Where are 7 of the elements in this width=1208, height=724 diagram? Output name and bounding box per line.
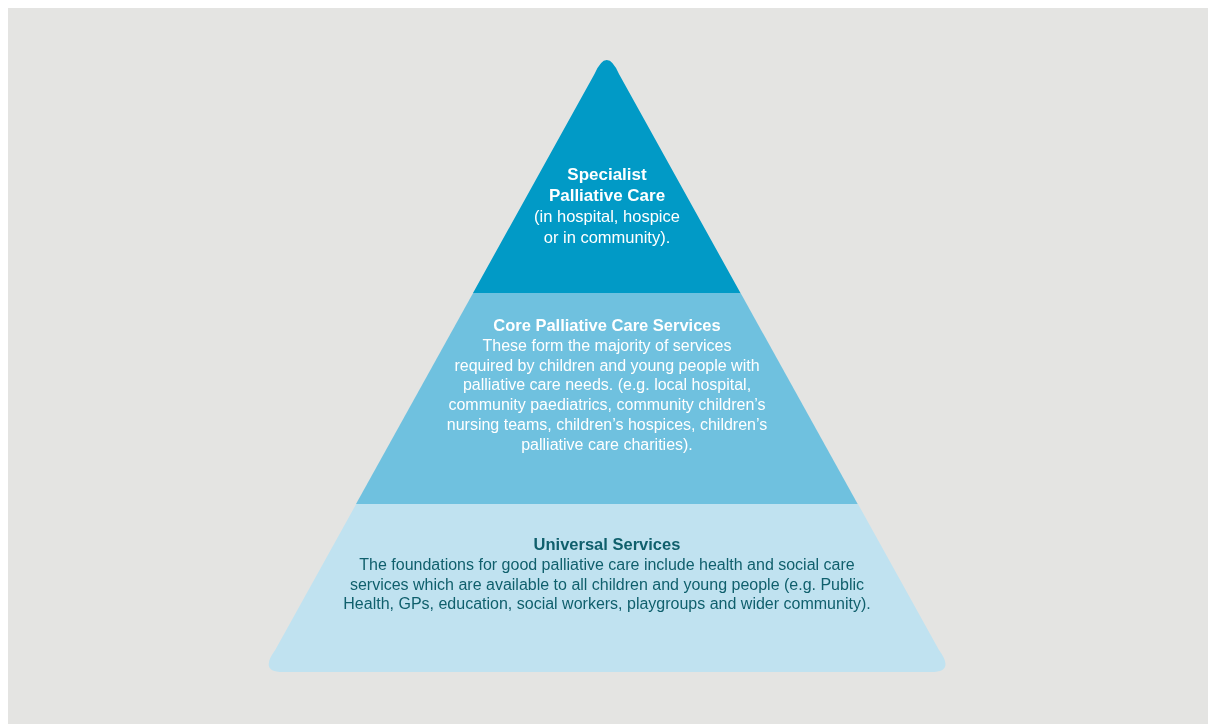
tier-description: The foundations for good palliative care include health and social care services which are available to all children and young people (e.g. Public Health, GPs, education, social workers, playgroups and wider community). xyxy=(343,555,871,613)
tier-heading: Universal Services xyxy=(533,535,681,553)
pyramid-tier xyxy=(356,293,858,504)
tier-description: These form the majority of services required by children and young people with palliative care needs. (e.g. local hospital, community paediatrics, community children’s nursing teams, children’s hospices, children’s palliative care charities). xyxy=(446,336,768,453)
tier-heading: Specialist Palliative Care xyxy=(548,165,666,206)
tier-description: (in hospital, hospice or in community). xyxy=(534,207,680,246)
tier-heading: Core Palliative Care Services xyxy=(493,316,721,334)
